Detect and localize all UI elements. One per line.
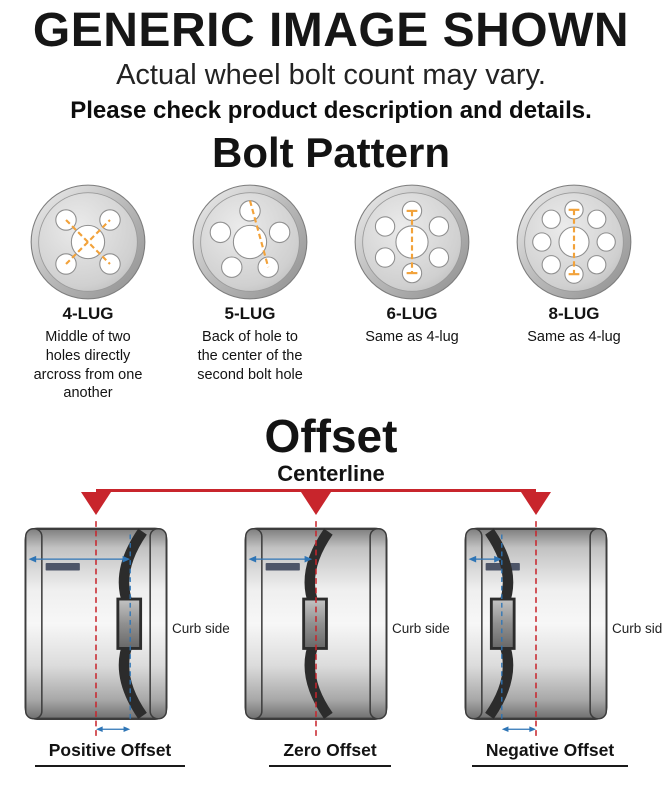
wheel-hub — [302, 597, 328, 650]
centerline-label: Centerline — [267, 460, 395, 487]
barrel-marking — [265, 562, 300, 571]
centerline-marker-icon — [521, 491, 551, 515]
offset-item-negative: Curb side — [440, 519, 662, 738]
note-text: Please check product description and det… — [70, 97, 592, 125]
lug-item-5: 5-LUG Back of hole to the center of the … — [169, 183, 331, 402]
header: GENERIC IMAGE SHOWN Actual wheel bolt co… — [0, 0, 662, 125]
lug-item-8: 8-LUG Same as 4-lug — [493, 183, 655, 402]
offset-heading: Offset — [264, 409, 398, 462]
positive-offset-label: Positive Offset — [0, 740, 220, 767]
offset-item-zero: Curb side — [220, 519, 450, 738]
centerline-band: Centerline — [0, 460, 662, 519]
lug-label: 6-LUG — [386, 304, 438, 324]
lug-item-4: 4-LUG Middle of two holes directly arcro… — [7, 183, 169, 402]
lug-description: Same as 4-lug — [527, 329, 621, 346]
offset-item-positive: Curb side — [0, 519, 230, 738]
centerline-marker-icon — [81, 491, 111, 515]
five-lug-wheel-icon — [192, 185, 308, 300]
negative-offset-wheel-diagram — [464, 520, 608, 736]
negative-offset-label: Negative Offset — [440, 740, 660, 767]
six-lug-wheel-icon — [354, 185, 470, 300]
eight-lug-wheel-icon — [516, 185, 632, 300]
offset-labels-row: Positive Offset Zero Offset Negative Off… — [0, 740, 662, 767]
centerline-marker-icon — [301, 491, 331, 515]
curb-side-label: Curb side — [392, 620, 450, 636]
subtitle: Actual wheel bolt count may vary. — [116, 59, 546, 92]
lug-description: Back of hole to the center of the second… — [197, 329, 303, 383]
positive-offset-wheel-diagram — [24, 520, 168, 736]
zero-offset-label: Zero Offset — [220, 740, 440, 767]
wheel-hub — [116, 597, 143, 650]
four-lug-wheel-icon — [30, 185, 146, 300]
centerline-rule — [96, 488, 536, 492]
measurement-line — [248, 200, 270, 268]
main-title: GENERIC IMAGE SHOWN — [32, 4, 630, 57]
lug-description: Same as 4-lug — [365, 329, 459, 346]
lug-label: 5-LUG — [224, 304, 276, 324]
offset-diagrams-row: Curb side Curb side — [0, 519, 662, 738]
wheel-hub — [489, 597, 516, 650]
lug-label: 8-LUG — [548, 304, 600, 324]
curb-side-label: Curb side — [172, 620, 230, 636]
measurement-line — [65, 219, 111, 266]
bolt-pattern-row: 4-LUG Middle of two holes directly arcro… — [0, 175, 662, 402]
barrel-marking — [45, 562, 80, 571]
bolt-pattern-heading: Bolt Pattern — [211, 129, 450, 177]
zero-offset-wheel-diagram — [244, 520, 388, 736]
lug-item-6: 6-LUG Same as 4-lug — [331, 183, 493, 402]
lug-description: Middle of two holes directly arcross fro… — [33, 329, 143, 402]
lug-label: 4-LUG — [62, 304, 114, 324]
curb-side-label: Curb side — [612, 620, 662, 636]
